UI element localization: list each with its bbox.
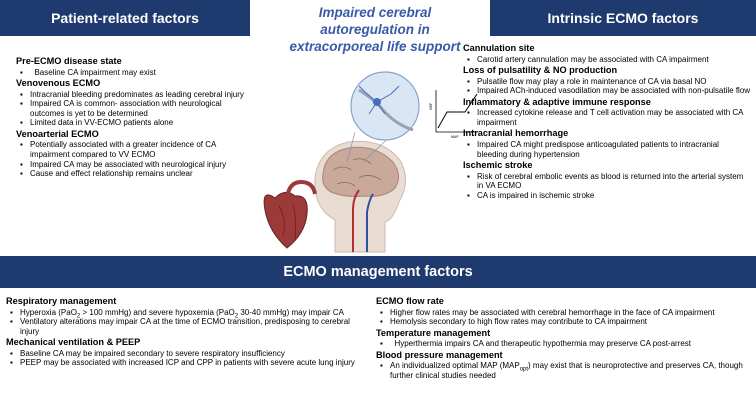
graph-x-label: MAP (451, 135, 459, 139)
list-item: Baseline CA may be impaired secondary to… (6, 349, 364, 359)
management-factors-header: ECMO management factors (0, 256, 756, 288)
list-item: Hyperoxia (PaO2 > 100 mmHg) and severe h… (6, 308, 364, 320)
section-title: ECMO flow rate (376, 296, 444, 306)
graph-y-label: CBF (429, 103, 433, 110)
management-right-panel: ECMO flow rate Higher flow rates may be … (376, 295, 752, 380)
section-title: Cannulation site (463, 43, 535, 53)
list-item: Impaired CA may be associated with neuro… (16, 160, 230, 170)
section-title: Respiratory management (6, 296, 117, 306)
patient-factors-panel: Pre-ECMO disease state Baseline CA impai… (16, 55, 248, 179)
list-item: An individualized optimal MAP (MAPopt) m… (376, 361, 752, 380)
section-title: Intracranial hemorrhage (463, 128, 569, 139)
list-item: Pulsatile flow may play a role in mainte… (463, 77, 751, 87)
section-title: Temperature management (376, 327, 491, 338)
list-item: Hyperthermia impairs CA and therapeutic … (376, 339, 752, 349)
section-list: Risk of cerebral embolic events as blood… (463, 172, 751, 201)
list-item: Impaired CA is common- association with … (16, 99, 248, 118)
center-title-line-3: extracorporeal life support (289, 39, 461, 54)
section-title: Mechanical ventilation & PEEP (6, 337, 141, 348)
list-item: Intracranial bleeding predominates as le… (16, 90, 248, 100)
heart-icon (263, 192, 308, 249)
section-list: Carotid artery cannulation may be associ… (463, 55, 751, 65)
list-item: Impaired ACh-induced vasodilation may be… (463, 86, 751, 96)
brain-icon (322, 146, 399, 197)
center-title-line-1: Impaired cerebral (318, 5, 432, 20)
section-title: Pre-ECMO disease state (16, 56, 122, 66)
neuron-circle (350, 71, 420, 141)
list-item: Potentially associated with a greater in… (16, 140, 230, 159)
intrinsic-factors-header: Intrinsic ECMO factors (490, 0, 756, 36)
list-item: Ventilatory alterations may impair CA at… (6, 317, 364, 336)
section-list: Intracranial bleeding predominates as le… (16, 90, 248, 128)
list-item: Hemolysis secondary to high flow rates m… (376, 317, 752, 327)
jugular-vessel (366, 193, 374, 252)
section-list: Baseline CA impairment may exist (16, 68, 248, 78)
autoregulation-graph: CBF MAP (429, 90, 478, 139)
list-item: Carotid artery cannulation may be associ… (463, 55, 751, 65)
neuron-dendrites (358, 85, 400, 115)
list-item: Risk of cerebral embolic events as blood… (463, 172, 751, 191)
list-item: Limited data in VV-ECMO patients alone (16, 118, 248, 128)
section-title: Venoarterial ECMO (16, 128, 99, 139)
patient-factors-header: Patient-related factors (0, 0, 250, 36)
section-list: Potentially associated with a greater in… (16, 140, 230, 178)
zoom-line-1 (346, 131, 356, 163)
section-title: Inflammatory & adaptive immune response (463, 96, 651, 107)
neuron-vessel (358, 88, 414, 132)
section-list: Baseline CA may be impaired secondary to… (6, 349, 364, 368)
list-item: Impaired CA might predispose anticoagula… (463, 140, 751, 159)
section-title: Blood pressure management (376, 349, 503, 360)
aorta (285, 179, 317, 199)
list-item: Baseline CA impairment may exist (16, 68, 248, 78)
list-item: PEEP may be associated with increased IC… (6, 358, 364, 368)
section-list: Increased cytokine release and T cell ac… (463, 108, 751, 127)
list-item: Cause and effect relationship remains un… (16, 169, 260, 179)
list-item: CA is impaired in ischemic stroke (463, 191, 751, 201)
brain-heart-illustration: CBF MAP (263, 71, 478, 253)
management-left-panel: Respiratory management Hyperoxia (PaO2 >… (6, 295, 364, 368)
intrinsic-factors-panel: Cannulation site Carotid artery cannulat… (463, 42, 751, 200)
list-item: Higher flow rates may be associated with… (376, 308, 752, 318)
center-title-line-2: autoregulation in (320, 22, 430, 37)
heart-vessels (278, 203, 297, 241)
section-list: Impaired CA might predispose anticoagula… (463, 140, 751, 159)
carotid-vessel (352, 189, 360, 252)
section-list: Hyperoxia (PaO2 > 100 mmHg) and severe h… (6, 308, 364, 337)
section-list: Pulsatile flow may play a role in mainte… (463, 77, 751, 96)
section-list: An individualized optimal MAP (MAPopt) m… (376, 361, 752, 380)
center-title: Impaired cerebral autoregulation in extr… (270, 4, 480, 55)
section-list: Hyperthermia impairs CA and therapeutic … (376, 339, 752, 349)
section-list: Higher flow rates may be associated with… (376, 308, 752, 327)
section-title: Loss of pulsatility & NO production (463, 65, 618, 76)
section-title: Ischemic stroke (463, 160, 533, 171)
autoregulation-curve (437, 93, 478, 129)
list-item: Increased cytokine release and T cell ac… (463, 108, 751, 127)
section-title: Venovenous ECMO (16, 78, 101, 89)
brain-folds (332, 158, 382, 187)
